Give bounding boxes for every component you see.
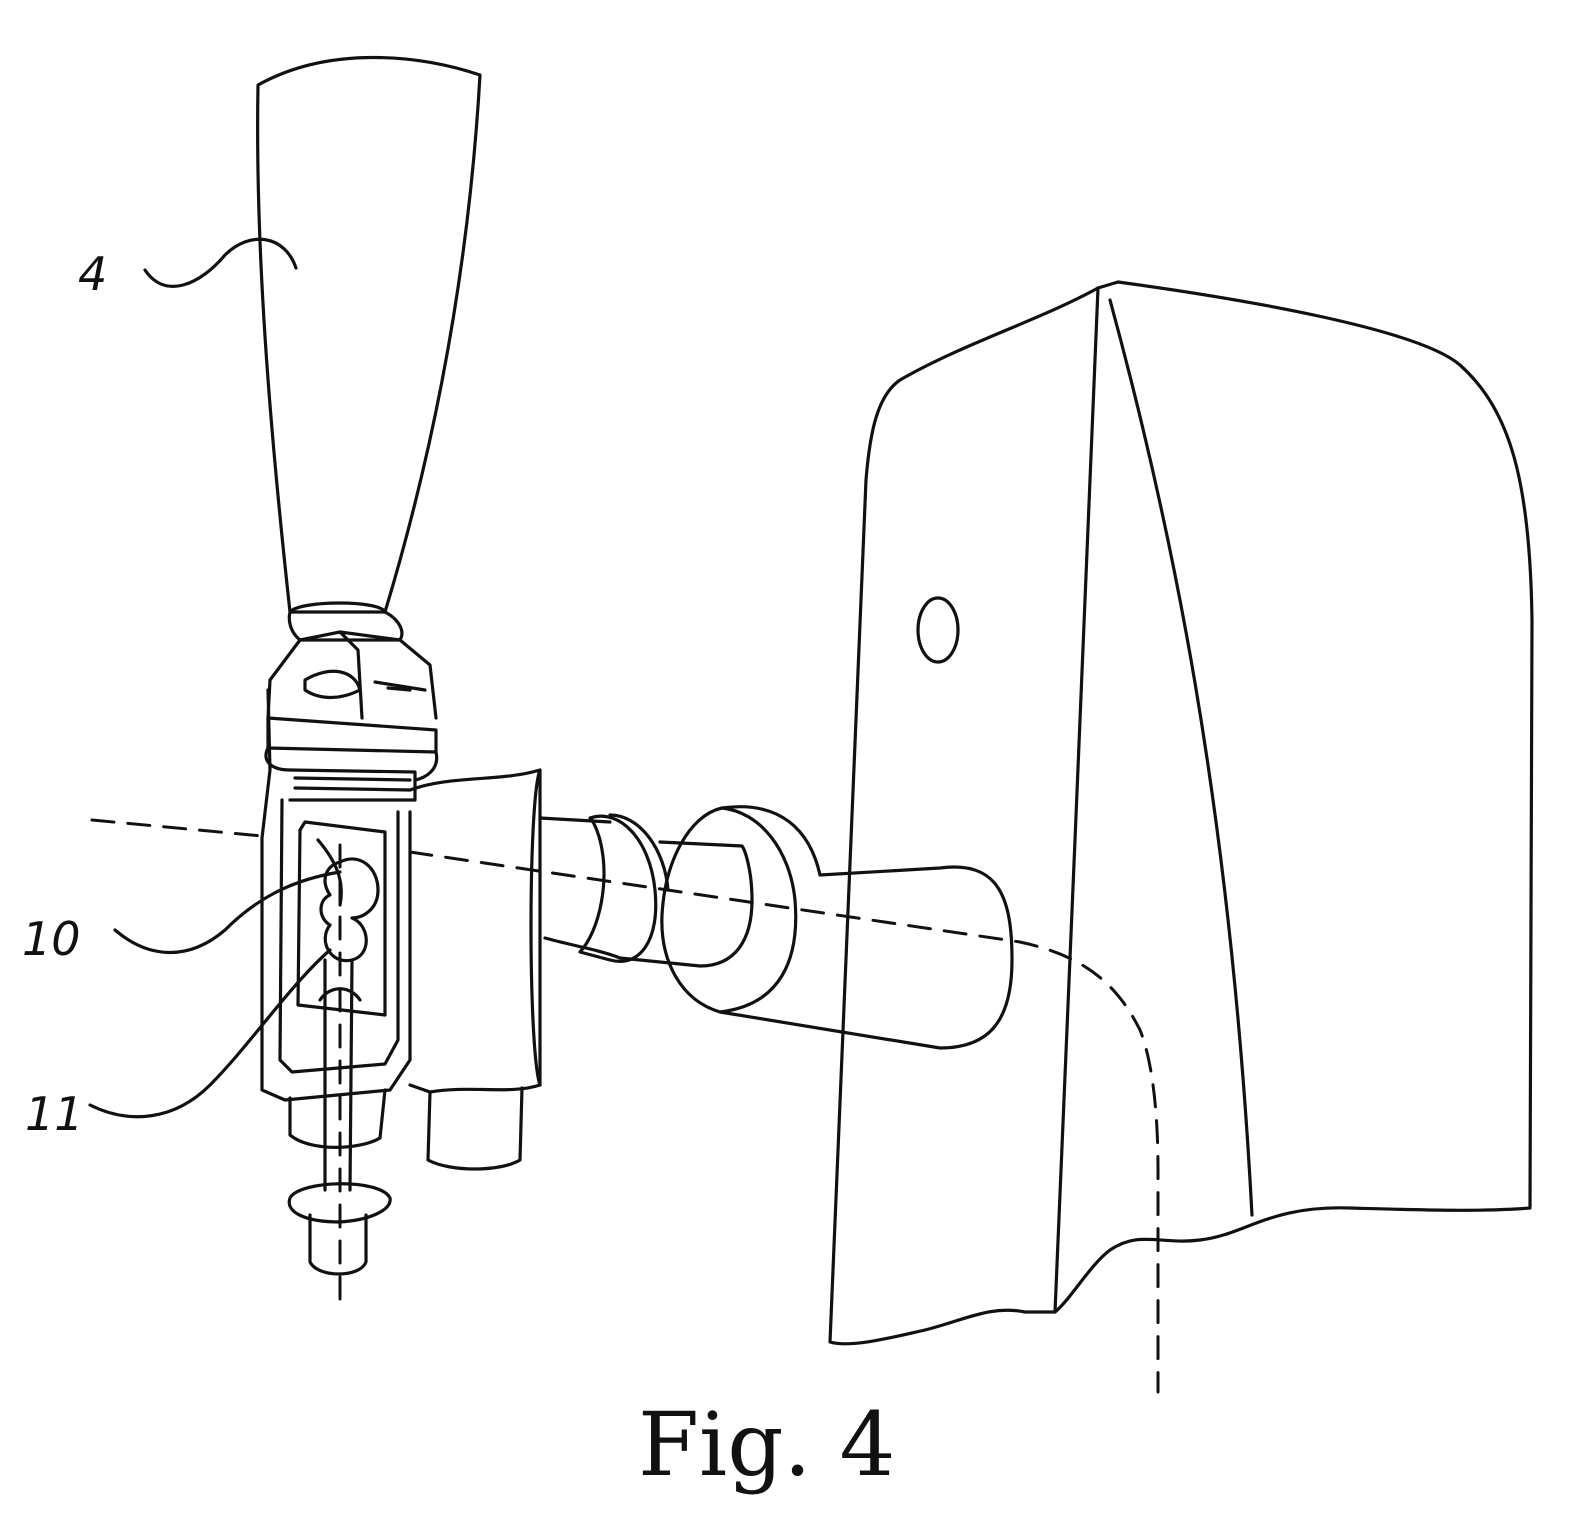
wall-block-right-face (1055, 282, 1532, 1312)
leader-11 (90, 950, 330, 1117)
leader-4 (145, 239, 296, 286)
wall-block (830, 282, 1532, 1344)
lever-head (268, 632, 436, 718)
valve-assembly (289, 960, 522, 1274)
ref-label-11: 11 (25, 1087, 84, 1141)
pipe-collar-edge (610, 815, 668, 890)
wall-block-front-edge (1055, 288, 1098, 1312)
side-outlet (410, 770, 540, 1092)
valve-cylinder (310, 1215, 366, 1274)
leader-10 (115, 872, 340, 953)
tap-handle (258, 58, 480, 719)
connection-pipe (540, 807, 1012, 1048)
wall-block-left-face (830, 288, 1098, 1344)
large-sleeve-outline (662, 807, 1012, 1048)
mounting-hole (918, 598, 958, 662)
wall-block-side-edge (1110, 300, 1252, 1215)
ref-label-10: 10 (22, 912, 81, 966)
thread-ring-2 (295, 778, 410, 790)
axis-upper-segment (92, 820, 262, 836)
large-sleeve-front-ring (720, 808, 796, 1012)
pipe-collar (580, 816, 656, 961)
thread-ring-1 (290, 770, 415, 800)
handle-body (258, 58, 480, 613)
side-bottom-nozzle (428, 1088, 522, 1169)
tap-body (262, 690, 540, 1100)
clamp-ring (268, 718, 436, 752)
figure-caption: Fig. 4 (638, 1393, 895, 1496)
ref-label-4: 4 (78, 247, 107, 301)
reference-leaders (90, 239, 340, 1116)
